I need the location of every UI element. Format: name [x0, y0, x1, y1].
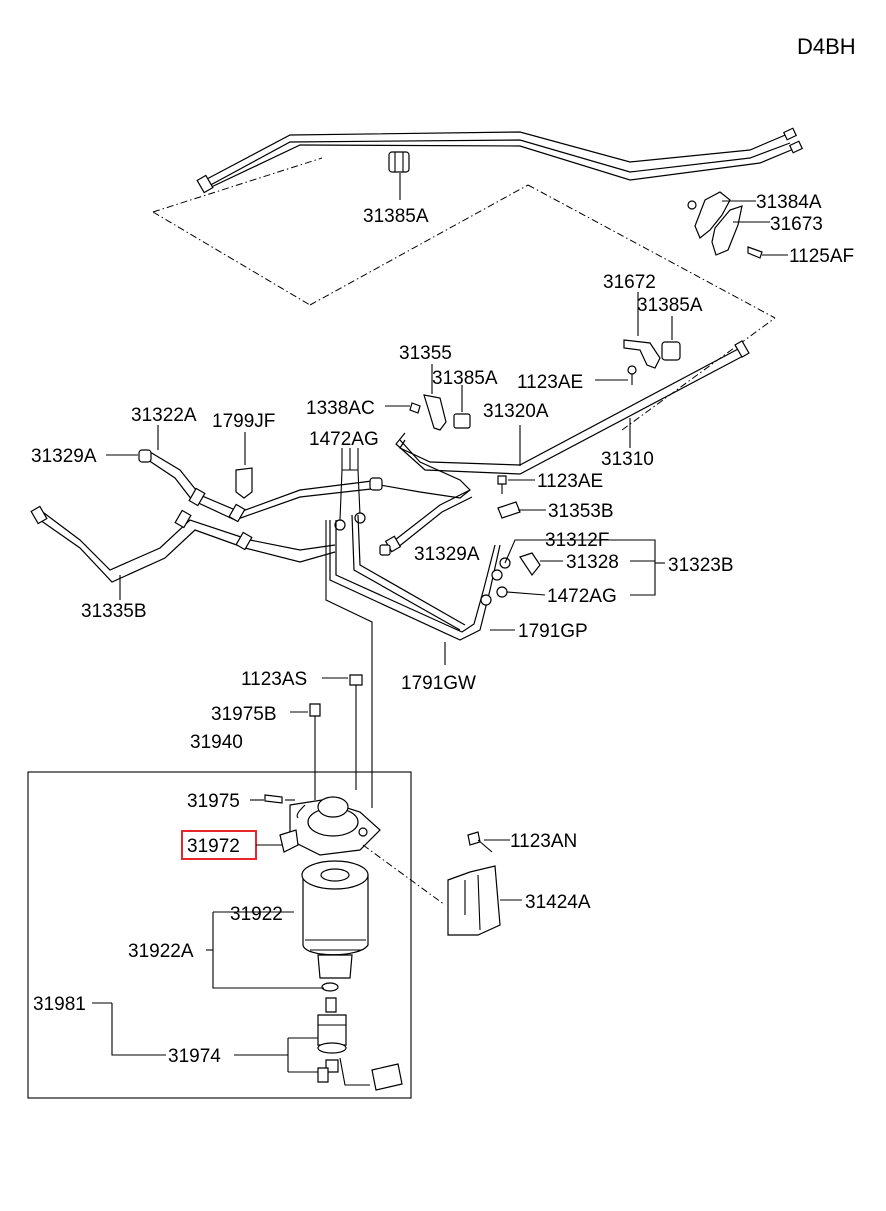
- label-31424a: 31424A: [525, 892, 591, 913]
- label-31335b: 31335B: [81, 601, 147, 622]
- filter-head: [279, 796, 381, 856]
- label-31329a-a: 31329A: [31, 446, 97, 467]
- fitting-31975b: [290, 703, 321, 800]
- label-31672: 31672: [603, 272, 656, 293]
- label-31975b: 31975B: [211, 704, 277, 725]
- label-31323b: 31323B: [668, 555, 734, 576]
- label-31922: 31922: [230, 904, 283, 925]
- label-31355: 31355: [399, 343, 452, 364]
- label-1123as: 1123AS: [241, 669, 307, 690]
- label-1125af: 1125AF: [789, 246, 854, 267]
- clip-31355: [385, 364, 471, 431]
- label-31322a: 31322A: [131, 405, 197, 426]
- label-31320a: 31320A: [483, 401, 549, 422]
- label-1123ae-a: 1123AE: [517, 372, 583, 393]
- upper-fuel-pipes: [196, 127, 804, 194]
- bracket-31384a-31673: [687, 191, 788, 259]
- model-code: D4BH: [797, 34, 856, 59]
- label-1791gp: 1791GP: [518, 621, 588, 642]
- label-31312f: 31312F: [545, 530, 609, 551]
- label-31385a-low: 31385A: [432, 368, 498, 389]
- label-31329a-b: 31329A: [414, 544, 480, 565]
- label-1472ag-b: 1472AG: [547, 586, 617, 607]
- bolt-1123as: [322, 674, 363, 790]
- link-31424a: [362, 844, 446, 906]
- label-1338ac: 1338AC: [306, 398, 375, 419]
- label-31922a: 31922A: [128, 941, 194, 962]
- label-31972: 31972: [187, 836, 240, 857]
- label-31975: 31975: [187, 791, 240, 812]
- bolt-1123an: [467, 831, 510, 853]
- bracket-31922: [212, 911, 324, 989]
- label-31974: 31974: [168, 1046, 221, 1067]
- pipe-loop-1791: [325, 489, 501, 808]
- filter-assembly-box: [27, 771, 412, 1099]
- label-31981: 31981: [33, 994, 86, 1015]
- label-31384a: 31384A: [756, 192, 822, 213]
- label-31353b: 31353B: [548, 501, 614, 522]
- clip-31385a-top: [388, 151, 410, 200]
- label-31310: 31310: [601, 449, 654, 470]
- clamp-cluster-31323b: [480, 475, 665, 606]
- filter-cartridge-31922: [301, 860, 369, 992]
- label-31385a-top: 31385A: [363, 206, 429, 227]
- label-31673: 31673: [770, 214, 823, 235]
- label-1123ae-b: 1123AE: [537, 471, 603, 492]
- bolt-31975: [264, 794, 283, 804]
- bracket-31424a: [447, 865, 522, 936]
- label-31940: 31940: [190, 732, 243, 753]
- label-1472ag-a: 1472AG: [309, 429, 379, 450]
- hoses-31322a-31335b: [30, 449, 383, 583]
- bracket-31672: [595, 292, 681, 385]
- bracket-31981: [111, 1003, 166, 1056]
- label-1799jf: 1799JF: [212, 411, 275, 432]
- label-31385a-mid: 31385A: [637, 295, 703, 316]
- assembly-outline: [152, 157, 776, 431]
- label-31328: 31328: [566, 552, 619, 573]
- label-1123an: 1123AN: [510, 831, 577, 852]
- bracket-31974: [234, 1037, 318, 1073]
- sensor-31974: [317, 997, 403, 1091]
- label-1791gw: 1791GW: [401, 673, 476, 694]
- clamp-1799jf: [235, 432, 253, 499]
- clamps-1472ag-top: [334, 448, 366, 531]
